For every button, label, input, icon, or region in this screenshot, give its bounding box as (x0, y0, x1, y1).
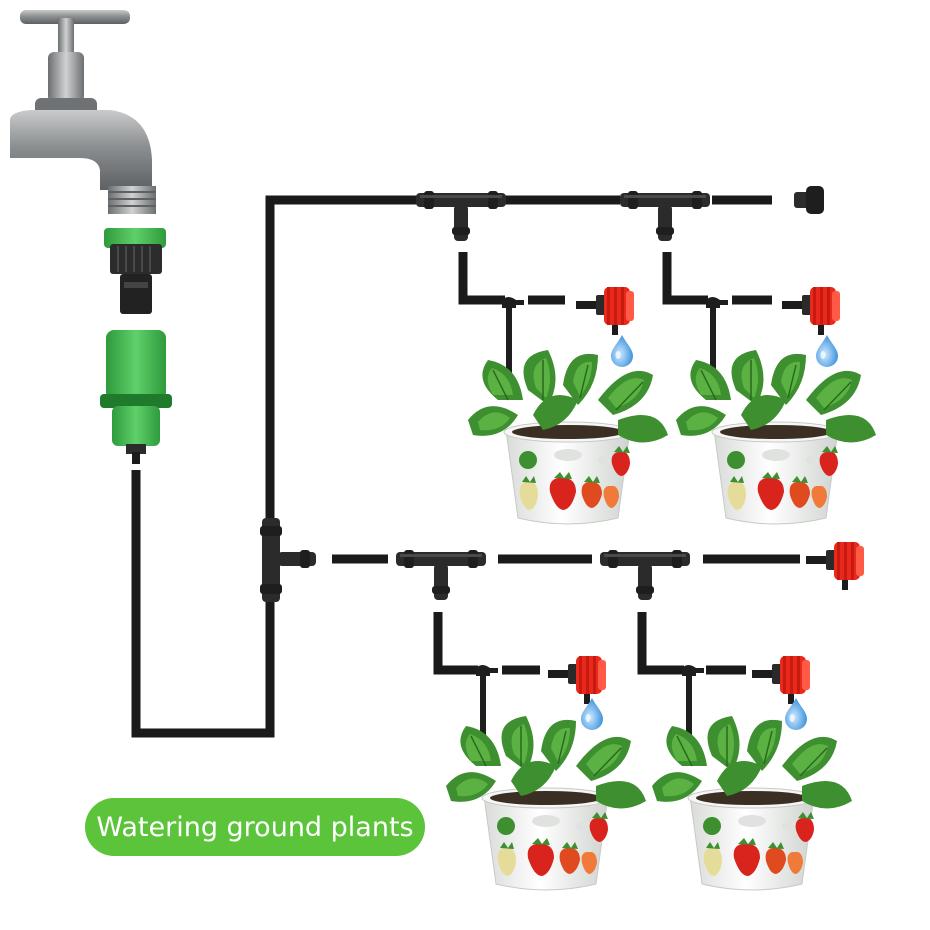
upper-drip-lines (458, 252, 772, 305)
lower-drip-lines (433, 612, 746, 675)
red-dripper-icon (576, 287, 634, 335)
strawberry-pot-icon (675, 349, 877, 525)
tee-fitting-icon (396, 550, 486, 600)
red-dripper-icon (548, 656, 606, 704)
main-supply-pipe (131, 195, 418, 738)
caption-label: Watering ground plants (85, 798, 425, 856)
tee-fitting-icon (416, 191, 506, 241)
water-drop-icon (611, 335, 633, 367)
red-dripper-icon (806, 542, 864, 590)
drip-stake-icon (706, 297, 728, 374)
red-dripper-icon (782, 287, 840, 335)
water-drop-icon (816, 335, 838, 367)
red-dripper-icon (752, 656, 810, 704)
strawberry-pot-icon (445, 715, 647, 891)
faucet-icon (10, 10, 156, 214)
strawberry-pot-icon (651, 715, 853, 891)
main-tee-fitting-icon (260, 518, 316, 602)
strawberry-pot-icon (467, 349, 669, 525)
tee-fitting-icon (620, 191, 710, 241)
quick-connector-icon (100, 228, 172, 464)
tee-fitting-icon (600, 550, 690, 600)
end-plug-icon (794, 186, 824, 214)
drip-stake-icon (502, 297, 524, 374)
